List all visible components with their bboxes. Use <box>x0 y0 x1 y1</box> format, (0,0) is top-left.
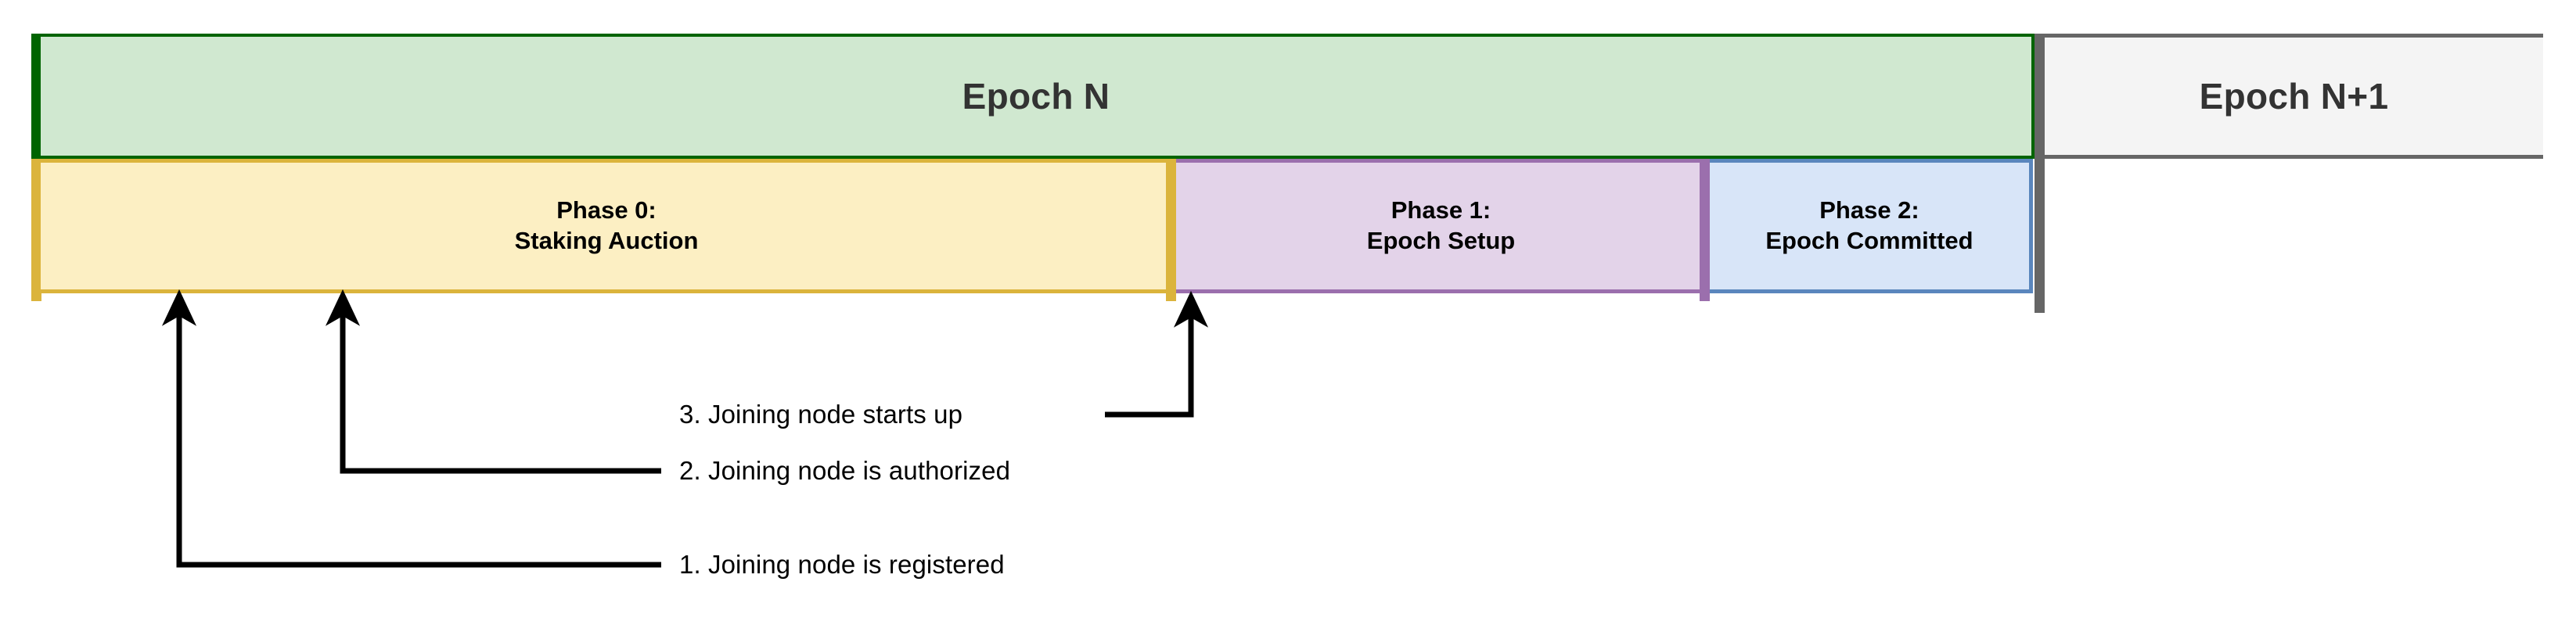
connector-note-2 <box>325 289 661 474</box>
phase-2-box: Phase 2: Epoch Committed <box>1710 159 2033 293</box>
phase-2-subtitle: Epoch Committed <box>1765 227 1973 254</box>
connector-note-1 <box>161 289 661 568</box>
phase1-phase2-divider <box>1700 159 1710 301</box>
phase-1-subtitle: Epoch Setup <box>1366 227 1516 254</box>
epoch-n1-label: Epoch N+1 <box>2199 76 2389 117</box>
annotation-note-2: 2. Joining node is authorized <box>679 456 1011 485</box>
epoch-n1-box: Epoch N+1 <box>2045 34 2543 159</box>
connector-note-3 <box>1105 290 1209 418</box>
epoch-n-label: Epoch N <box>962 76 1110 117</box>
annotation-note-3: 3. Joining node starts up <box>679 400 963 429</box>
epoch-n-box: Epoch N <box>41 34 2035 159</box>
phase-0-title: Phase 0: <box>556 196 657 224</box>
phase-1-box: Phase 1: Epoch Setup <box>1176 159 1710 293</box>
phase-1-title: Phase 1: <box>1391 196 1491 224</box>
epoch-start-marker-bar <box>31 34 41 160</box>
epoch-boundary-divider <box>2035 34 2045 313</box>
phase-0-subtitle: Staking Auction <box>514 227 699 254</box>
phase0-phase1-divider <box>1166 159 1176 301</box>
phase0-start-marker-bar <box>31 159 41 301</box>
phase-0-box: Phase 0: Staking Auction <box>41 159 1176 293</box>
phase-2-title: Phase 2: <box>1819 196 1919 224</box>
annotation-note-1: 1. Joining node is registered <box>679 550 1005 579</box>
